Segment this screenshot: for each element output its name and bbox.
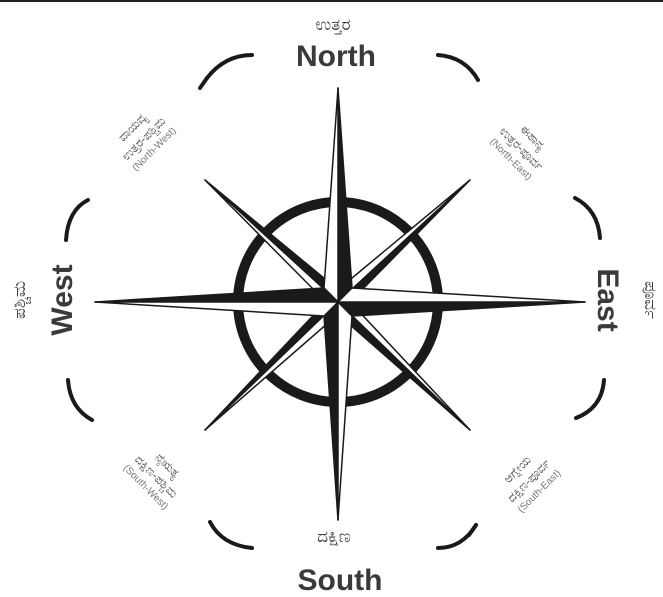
arc-north-west — [207, 55, 252, 78]
arc-north-east — [438, 55, 478, 80]
arc-west-north — [66, 200, 88, 240]
arc-east-north — [575, 198, 600, 238]
point-north-dark — [338, 88, 352, 302]
west-kannada-group: ಪಶ್ಚಿಮ — [10, 281, 31, 319]
point-south-light — [338, 302, 352, 520]
arc-south-west — [210, 522, 252, 548]
west-label: West — [46, 264, 79, 335]
point-west-light — [95, 302, 338, 316]
point-west-dark — [95, 288, 338, 302]
arc-tick-nw — [200, 78, 207, 88]
point-north-west-light — [205, 180, 338, 302]
south-east-label-group: ಆಗ್ನೇಯ ದಕ್ಷಿಣ-ಪೂರ್ವ (South-East) — [492, 444, 563, 515]
west-label-group: West — [46, 264, 79, 335]
point-east-light — [338, 288, 585, 302]
north-label: North — [296, 40, 376, 73]
west-kannada-label: ಪಶ್ಚಿಮ — [10, 281, 31, 319]
south-west-label-group: ನೈಋತ್ಯ ದಕ್ಷಿಣ-ಪಶ್ಚಿಮ (South-West) — [121, 440, 194, 513]
point-north-light — [324, 88, 338, 302]
east-label: East — [591, 268, 624, 331]
point-south-dark — [324, 302, 338, 520]
east-kannada-label: ಪೂರ್ವ — [641, 281, 660, 319]
north-east-label-group: ಈಶಾನ್ಯ ಉತ್ತರ-ಪೂರ್ವ (North-East) — [487, 113, 557, 183]
south-kannada-label: ದಕ್ಷಿಣ — [317, 527, 351, 547]
north-kannada-label: ಉತ್ತರ — [315, 15, 350, 34]
point-north-east-light — [338, 180, 470, 302]
east-label-group: East — [591, 268, 624, 331]
east-kannada-group: ಪೂರ್ವ — [641, 281, 660, 319]
point-east-dark — [338, 302, 585, 316]
point-south-west-light — [205, 302, 338, 430]
north-west-label-group: ವಾಯವ್ಯ ಉತ್ತರ-ಪಶ್ಚಿಮ (North-West) — [107, 102, 178, 173]
south-label: South — [298, 564, 383, 597]
arc-west-south — [68, 380, 92, 420]
point-south-east-light — [338, 302, 470, 430]
arc-east-south — [576, 380, 604, 418]
